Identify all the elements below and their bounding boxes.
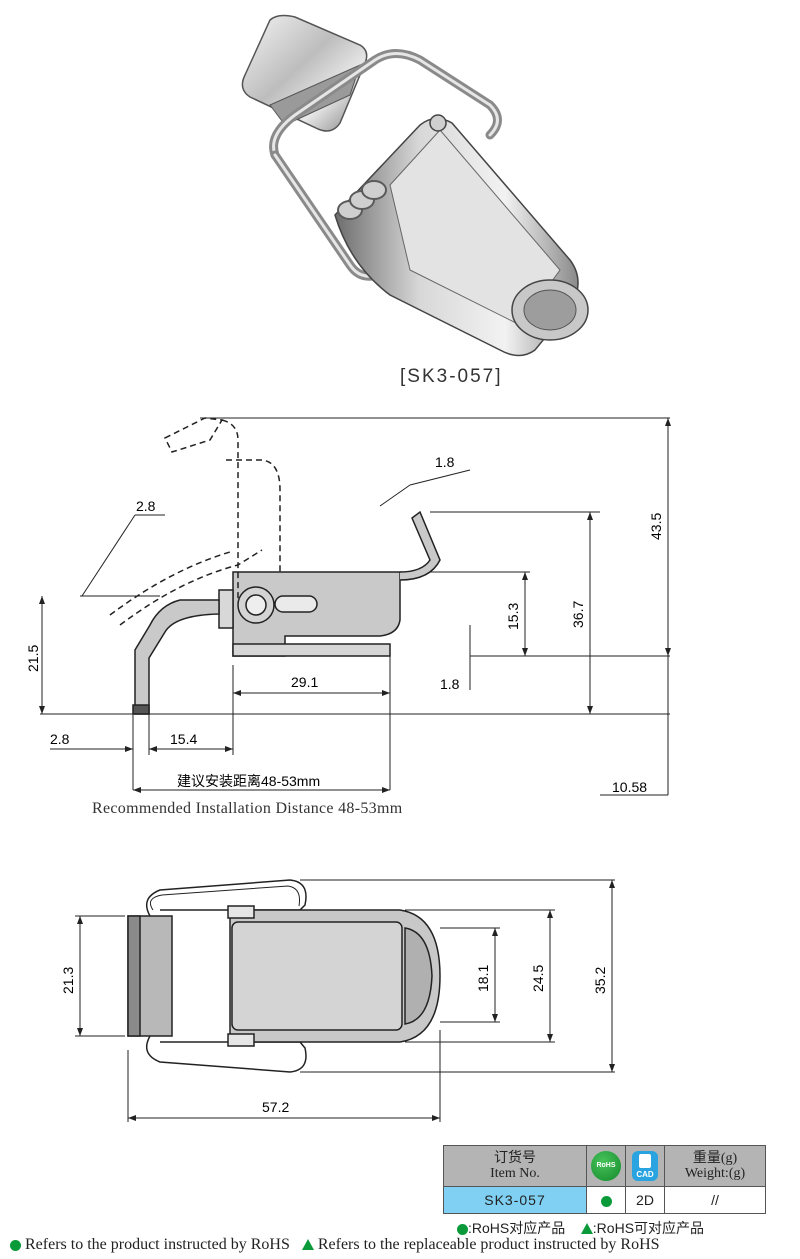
recommended-distance-en: Recommended Installation Distance 48-53m…	[92, 800, 403, 817]
dim-10-58: 10.58	[612, 779, 647, 795]
dim-18-1: 18.1	[475, 965, 491, 992]
dim-2-8-top: 2.8	[136, 498, 156, 514]
rohs-cell	[586, 1186, 626, 1214]
legend-dot-icon	[457, 1223, 468, 1235]
legend-tri-en: Refers to the replaceable product instru…	[317, 1236, 660, 1253]
cad-header: CAD	[625, 1145, 665, 1187]
cad-icon-label: CAD	[636, 1170, 654, 1179]
dim-29-1: 29.1	[291, 674, 318, 690]
dim-35-2: 35.2	[592, 967, 608, 994]
dim-24-5: 24.5	[530, 965, 546, 992]
legend-cn: :RoHS对应产品 :RoHS可对应产品	[457, 1218, 704, 1238]
item-no-header-cn: 订货号	[494, 1151, 536, 1166]
weight-header-en: Weight:(g)	[684, 1166, 746, 1181]
legend-dot-en: Refers to the product instructed by RoHS	[25, 1236, 290, 1253]
rohs-icon: RoHS	[591, 1151, 621, 1181]
dim-36-7: 36.7	[570, 601, 586, 628]
dim-1-8-bottom: 1.8	[440, 676, 460, 692]
dim-2-8-bottom: 2.8	[50, 731, 70, 747]
weight-cell: //	[664, 1186, 766, 1214]
legend-en-triangle-icon	[301, 1239, 314, 1250]
dim-57-2: 57.2	[262, 1099, 289, 1115]
dim-21-5: 21.5	[25, 645, 41, 672]
dim-15-3: 15.3	[505, 603, 521, 630]
rohs-dot-icon	[600, 1195, 612, 1207]
product-photo	[241, 14, 589, 357]
model-caption: [SK3-057]	[400, 366, 503, 387]
dim-15-4: 15.4	[170, 731, 197, 747]
legend-en-dot-icon	[10, 1239, 21, 1251]
weight-header-cn: 重量(g)	[692, 1151, 738, 1166]
weight-header: 重量(g) Weight:(g)	[664, 1145, 766, 1187]
legend-en: Refers to the product instructed by RoHS…	[10, 1236, 660, 1254]
rohs-header: RoHS	[586, 1145, 626, 1187]
dim-43-5: 43.5	[648, 513, 664, 540]
order-table: 订货号 Item No. RoHS CAD 重量(g) Weight:(g) S…	[443, 1145, 766, 1214]
legend-dot-cn: :RoHS对应产品	[468, 1220, 566, 1236]
legend-tri-cn: :RoHS可对应产品	[592, 1220, 705, 1236]
top-view-drawing: 21.3 18.1 24.5 35.2 57.2	[60, 879, 615, 1122]
cad-icon: CAD	[632, 1151, 658, 1181]
item-no-header-en: Item No.	[490, 1166, 540, 1181]
item-no-header: 订货号 Item No.	[443, 1145, 587, 1187]
legend-triangle-icon	[580, 1223, 593, 1234]
cad-cell: 2D	[625, 1186, 665, 1214]
order-table-header: 订货号 Item No. RoHS CAD 重量(g) Weight:(g)	[443, 1145, 766, 1187]
dim-1-8-top: 1.8	[435, 454, 455, 470]
item-no-cell: SK3-057	[443, 1186, 587, 1214]
order-table-row: SK3-057 2D //	[443, 1186, 766, 1214]
recommended-distance-cn: 建议安装距离48-53mm	[177, 773, 320, 789]
side-view-drawing: 1.8 2.8 43.5 36.7 15.3 21.5 29.1 1.8 2.8…	[25, 417, 671, 796]
dim-21-3: 21.3	[60, 967, 76, 994]
